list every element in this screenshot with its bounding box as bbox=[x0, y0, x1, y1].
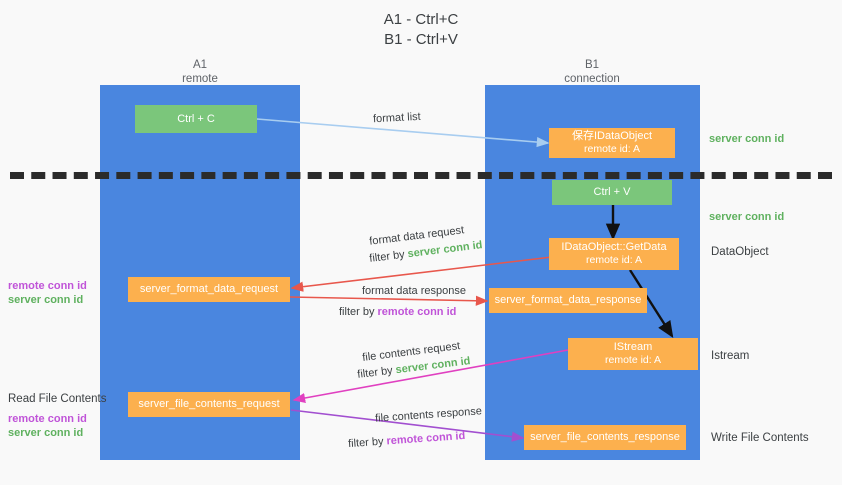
node-ctrl-c[interactable]: Ctrl + C bbox=[135, 105, 257, 133]
edge-label-file-contents-response-filter: filter by remote conn id bbox=[348, 429, 466, 451]
node-server-file-contents-response[interactable]: server_file_contents_response bbox=[524, 425, 686, 450]
node-server-file-contents-request[interactable]: server_file_contents_request bbox=[128, 392, 290, 417]
node-server-format-data-response[interactable]: server_format_data_response bbox=[489, 288, 647, 313]
node-ctrl-v[interactable]: Ctrl + V bbox=[552, 180, 672, 205]
node-save-idataobject-sub: remote id: A bbox=[583, 143, 641, 155]
left-label-read-file-contents: Read File Contents bbox=[8, 393, 107, 405]
node-getdata-label: IDataObject::GetData bbox=[561, 241, 667, 253]
node-server-format-data-request-label: server_format_data_request bbox=[139, 283, 279, 295]
node-server-format-data-request[interactable]: server_format_data_request bbox=[128, 277, 290, 302]
node-ctrl-v-label: Ctrl + V bbox=[593, 186, 631, 198]
right-label-dataobject: DataObject bbox=[711, 246, 769, 258]
filter-key-remote-conn-id: remote conn id bbox=[377, 306, 457, 318]
filter-prefix: filter by bbox=[356, 364, 397, 381]
node-server-file-contents-response-label: server_file_contents_response bbox=[530, 431, 680, 443]
edge-label-format-data-response-filter: filter by remote conn id bbox=[339, 305, 456, 319]
node-server-file-contents-request-label: server_file_contents_request bbox=[138, 398, 280, 410]
page-title: A1 - Ctrl+C B1 - Ctrl+V bbox=[0, 10, 842, 50]
lane-header-b1: B1 connection bbox=[492, 58, 692, 86]
filter-prefix: filter by bbox=[347, 435, 387, 451]
lane-header-a1-name: A1 bbox=[192, 59, 208, 71]
node-server-format-data-response-label: server_format_data_response bbox=[494, 294, 642, 306]
right-label-server-conn-id-mid: server conn id bbox=[709, 211, 785, 223]
divider-dashed-line bbox=[10, 172, 832, 179]
node-getdata-sub: remote id: A bbox=[585, 254, 643, 266]
left-label-remote-conn-id-1: remote conn id bbox=[8, 280, 87, 292]
right-label-write-file-contents: Write File Contents bbox=[711, 432, 809, 444]
node-istream-sub: remote id: A bbox=[604, 354, 662, 366]
node-idataobject-getdata[interactable]: IDataObject::GetData remote id: A bbox=[549, 238, 679, 270]
filter-prefix: filter by bbox=[368, 248, 409, 265]
right-label-server-conn-id-top: server conn id bbox=[709, 133, 785, 145]
edge-label-file-contents-response: file contents response bbox=[374, 405, 483, 425]
title-line-2: B1 - Ctrl+V bbox=[384, 31, 458, 48]
title-line-1: A1 - Ctrl+C bbox=[383, 11, 459, 28]
node-istream[interactable]: IStream remote id: A bbox=[568, 338, 698, 370]
node-ctrl-c-label: Ctrl + C bbox=[177, 112, 215, 125]
filter-key-remote-conn-id: remote conn id bbox=[386, 429, 466, 448]
left-label-server-conn-id-2: server conn id bbox=[8, 427, 84, 439]
node-istream-label: IStream bbox=[613, 341, 653, 353]
lane-header-a1-role: remote bbox=[182, 73, 218, 85]
right-label-istream: Istream bbox=[711, 350, 750, 362]
left-label-remote-conn-id-2: remote conn id bbox=[8, 413, 87, 425]
lane-header-b1-name: B1 bbox=[584, 59, 600, 71]
edge-label-format-list: format list bbox=[372, 110, 421, 126]
edge-label-format-data-response: format data response bbox=[362, 285, 466, 297]
lane-header-a1: A1 remote bbox=[100, 58, 300, 86]
node-save-idataobject-label: 保存IDataObject bbox=[571, 130, 653, 142]
lane-header-b1-role: connection bbox=[564, 73, 620, 85]
filter-prefix: filter by bbox=[339, 306, 378, 318]
left-label-server-conn-id-1: server conn id bbox=[8, 294, 84, 306]
node-save-idataobject[interactable]: 保存IDataObject remote id: A bbox=[549, 128, 675, 158]
